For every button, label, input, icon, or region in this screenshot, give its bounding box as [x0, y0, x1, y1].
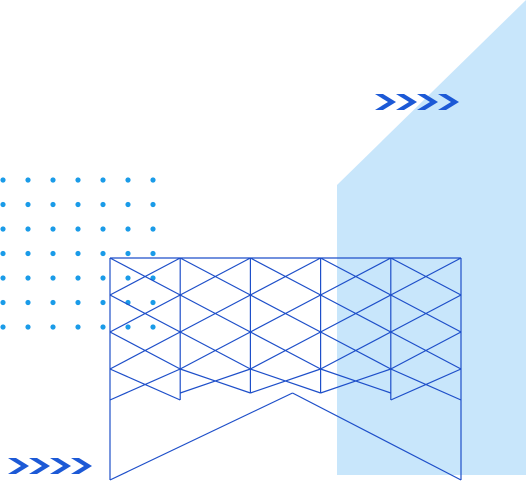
dot — [100, 177, 106, 183]
dot — [150, 226, 156, 232]
dot — [25, 299, 31, 306]
dot — [150, 177, 156, 183]
lattice-lower-edge-right — [292, 392, 462, 481]
lattice-diagonal — [320, 294, 392, 333]
lattice-diagonal — [320, 368, 391, 394]
chevron-icon — [417, 94, 438, 110]
dot — [100, 226, 106, 232]
dot — [0, 275, 6, 281]
lattice-diagonal — [250, 257, 321, 296]
lattice-diagonal — [250, 294, 321, 333]
lattice-diagonal — [250, 368, 321, 394]
dot — [50, 177, 56, 183]
dot — [0, 299, 6, 306]
dot — [150, 324, 156, 330]
dot — [25, 201, 31, 208]
dot — [50, 201, 56, 208]
dot — [50, 324, 56, 330]
lattice-diagonal — [109, 294, 181, 333]
chevron-arrows-top — [375, 94, 459, 110]
lattice-diagonal — [390, 368, 462, 401]
lattice-diagonal — [390, 257, 462, 296]
dot — [0, 177, 6, 183]
dot — [0, 201, 6, 208]
dot — [125, 275, 131, 281]
lattice-diagonal — [109, 257, 181, 296]
dot — [25, 250, 31, 257]
dot — [75, 324, 81, 330]
dot — [0, 250, 6, 257]
chevron-icon — [438, 94, 459, 110]
lattice-diagonal — [109, 368, 181, 401]
dot — [50, 299, 56, 306]
dot — [125, 226, 131, 232]
lattice-diagonal — [179, 331, 251, 370]
dot — [150, 201, 156, 208]
dot — [100, 250, 106, 257]
dot — [125, 177, 131, 183]
dot — [25, 275, 31, 281]
dot — [125, 250, 131, 257]
dot — [25, 177, 31, 183]
chevron-icon — [71, 458, 92, 474]
dot — [100, 324, 106, 330]
dot — [25, 324, 31, 330]
dot — [0, 324, 6, 330]
lattice-diagonal — [320, 257, 392, 296]
lattice-diagonal — [179, 257, 251, 296]
light-blue-panel — [337, 0, 526, 475]
dot — [150, 299, 156, 306]
dot — [50, 226, 56, 232]
dot — [100, 275, 106, 281]
chevron-icon — [8, 458, 29, 474]
dot — [100, 201, 106, 208]
lattice-lower-edge-left — [109, 392, 293, 481]
dot — [75, 177, 81, 183]
dot — [0, 226, 6, 232]
dot — [50, 275, 56, 281]
chevron-icon — [375, 94, 396, 110]
dot — [75, 250, 81, 257]
chevron-icon — [396, 94, 417, 110]
chevron-arrows-bottom — [8, 458, 92, 474]
dot — [75, 275, 81, 281]
lattice-diagonal — [390, 331, 462, 370]
dot — [75, 201, 81, 208]
dot — [150, 250, 156, 257]
dot — [75, 226, 81, 232]
dot — [125, 201, 131, 208]
lattice-diagonal — [390, 294, 462, 333]
lattice-diagonal — [180, 368, 251, 394]
lattice-truss — [109, 257, 462, 481]
dot-grid-pattern — [0, 177, 156, 330]
dot — [125, 324, 131, 330]
dot — [25, 226, 31, 232]
lattice-diagonal — [250, 331, 321, 370]
dot — [100, 299, 106, 306]
lattice-diagonal — [109, 331, 181, 370]
dot — [150, 275, 156, 281]
dot — [75, 299, 81, 306]
lattice-diagonal — [179, 294, 251, 333]
chevron-icon — [29, 458, 50, 474]
lattice-diagonal — [320, 331, 392, 370]
chevron-icon — [50, 458, 71, 474]
dot — [50, 250, 56, 257]
